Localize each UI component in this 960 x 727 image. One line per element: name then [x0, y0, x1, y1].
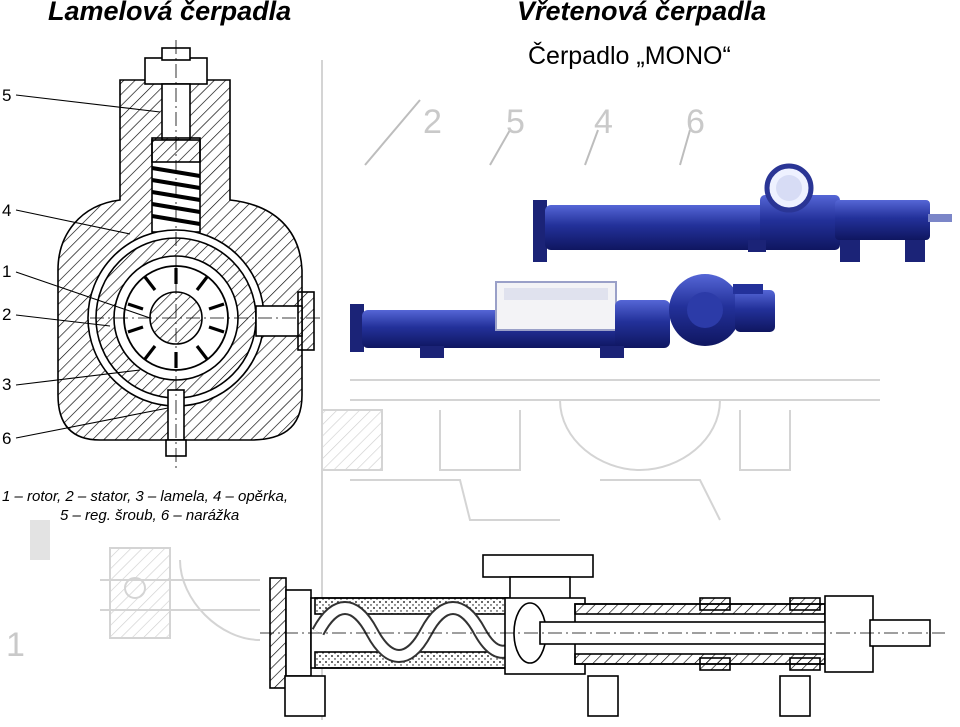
- subtitle-mono-pump: Čerpadlo „MONO“: [528, 42, 731, 70]
- vane-pump-section: [15, 40, 320, 470]
- vane-label-4: 4: [2, 201, 11, 220]
- faded-label-1: 1: [6, 626, 25, 664]
- vane-label-1: 1: [2, 262, 11, 281]
- vane-label-6: 6: [2, 429, 11, 448]
- legend-line-2: 5 – reg. šroub, 6 – narážka: [60, 507, 240, 524]
- vane-label-2: 2: [2, 305, 11, 324]
- vane-label-3: 3: [2, 375, 11, 394]
- legend-line-1: 1 – rotor, 2 – stator, 3 – lamela, 4 – o…: [2, 488, 289, 505]
- title-vane-pumps: Lamelová čerpadla: [48, 0, 292, 26]
- screw-callout-4: 4: [594, 103, 613, 141]
- screw-callout-5: 5: [506, 103, 525, 141]
- screw-callout-2: 2: [423, 103, 442, 141]
- ghost-background-drawing: [30, 60, 880, 720]
- title-screw-pumps: Vřetenová čerpadla: [517, 0, 767, 26]
- mono-pump-photo-top: [533, 163, 952, 262]
- vane-pump-legend: 1 – rotor, 2 – stator, 3 – lamela, 4 – o…: [2, 487, 288, 525]
- vane-label-5: 5: [2, 86, 11, 105]
- mono-pump-photo-bottom: [350, 274, 775, 358]
- screw-callout-6: 6: [686, 103, 705, 141]
- mono-pump-section: [260, 554, 945, 717]
